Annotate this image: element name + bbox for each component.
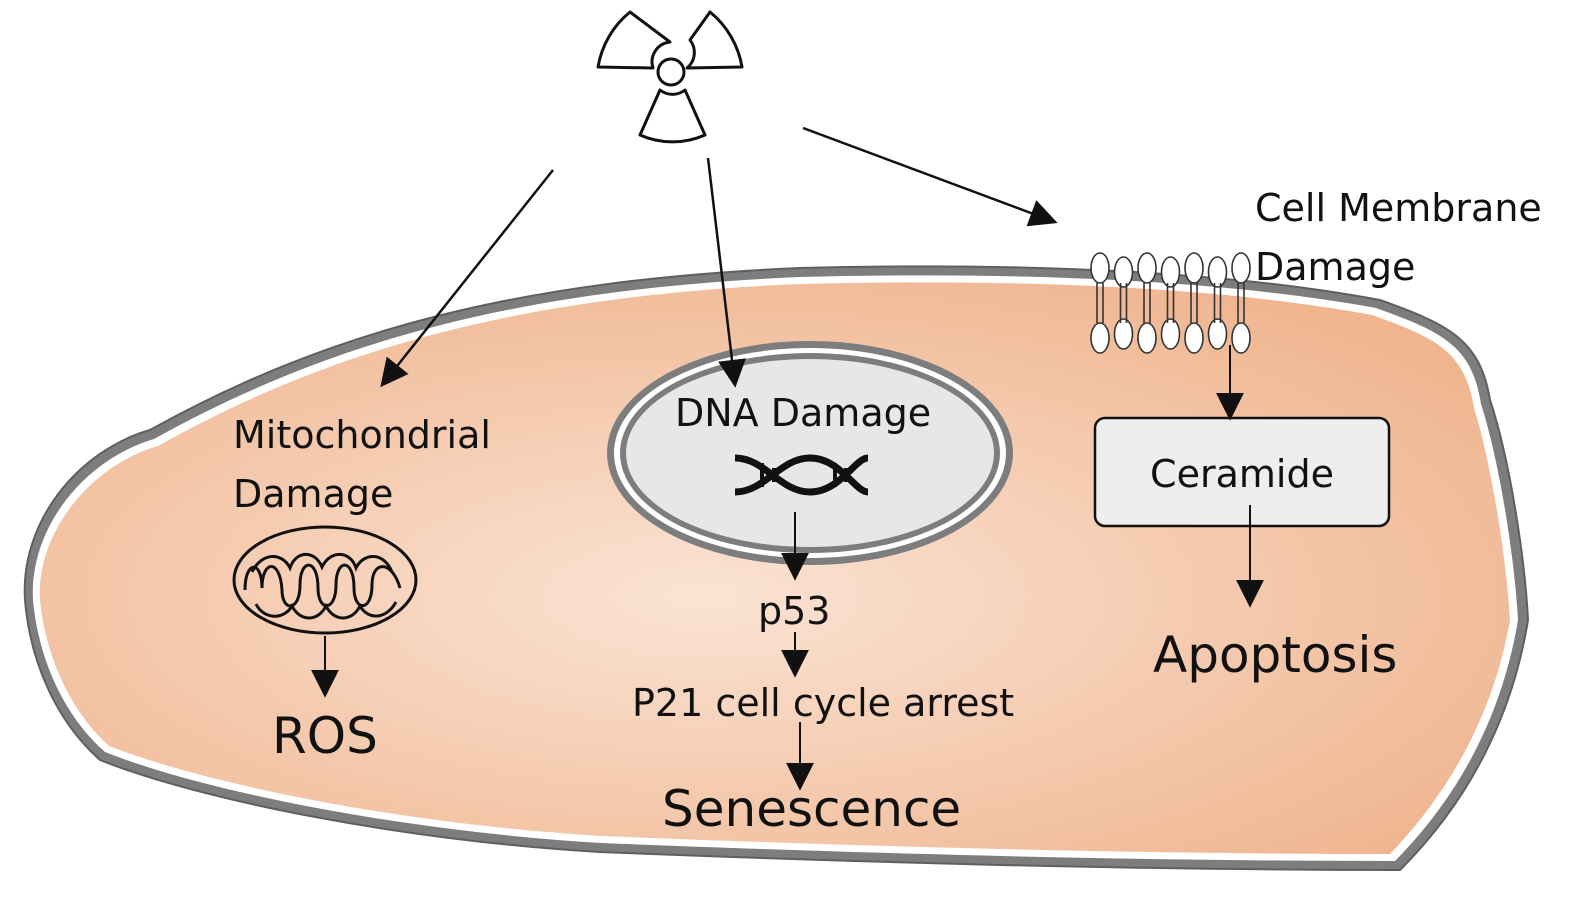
- phospholipid: [1207, 256, 1228, 350]
- p21-label: P21 cell cycle arrest: [632, 681, 1014, 725]
- apoptosis-label: Apoptosis: [1153, 626, 1397, 684]
- radiation-hazard-icon: [596, 10, 744, 144]
- pathway-arrows: [311, 345, 1264, 791]
- arrow-to-nucleus: [706, 157, 746, 388]
- phospholipid: [1137, 252, 1157, 354]
- mito-damage-label-line2: Damage: [233, 472, 393, 516]
- phospholipid: [1113, 256, 1134, 350]
- membrane-damage-label-line2: Damage: [1255, 245, 1415, 289]
- phospholipid-bilayer-icon: [1090, 252, 1251, 354]
- phospholipid: [1090, 252, 1110, 354]
- ceramide-label: Ceramide: [1150, 452, 1334, 496]
- arrow-to-mitochondria: [380, 169, 554, 388]
- nucleoplasm: [626, 359, 994, 547]
- phospholipid: [1184, 252, 1204, 354]
- mitochondrion-icon: [232, 525, 418, 635]
- nucleus: [607, 341, 1013, 565]
- phospholipid: [1160, 256, 1181, 350]
- dna-helix-icon: [734, 454, 869, 496]
- senescence-label: Senescence: [662, 780, 961, 838]
- radiation-arrows: [380, 126, 1058, 388]
- phospholipid: [1231, 252, 1251, 354]
- p53-label: p53: [758, 589, 830, 633]
- dna-damage-label: DNA Damage: [675, 391, 931, 435]
- ros-label: ROS: [272, 707, 378, 765]
- membrane-damage-label-line1: Cell Membrane: [1255, 186, 1542, 230]
- arrow-to-membrane: [802, 126, 1058, 227]
- mito-damage-label-line1: Mitochondrial: [233, 413, 491, 457]
